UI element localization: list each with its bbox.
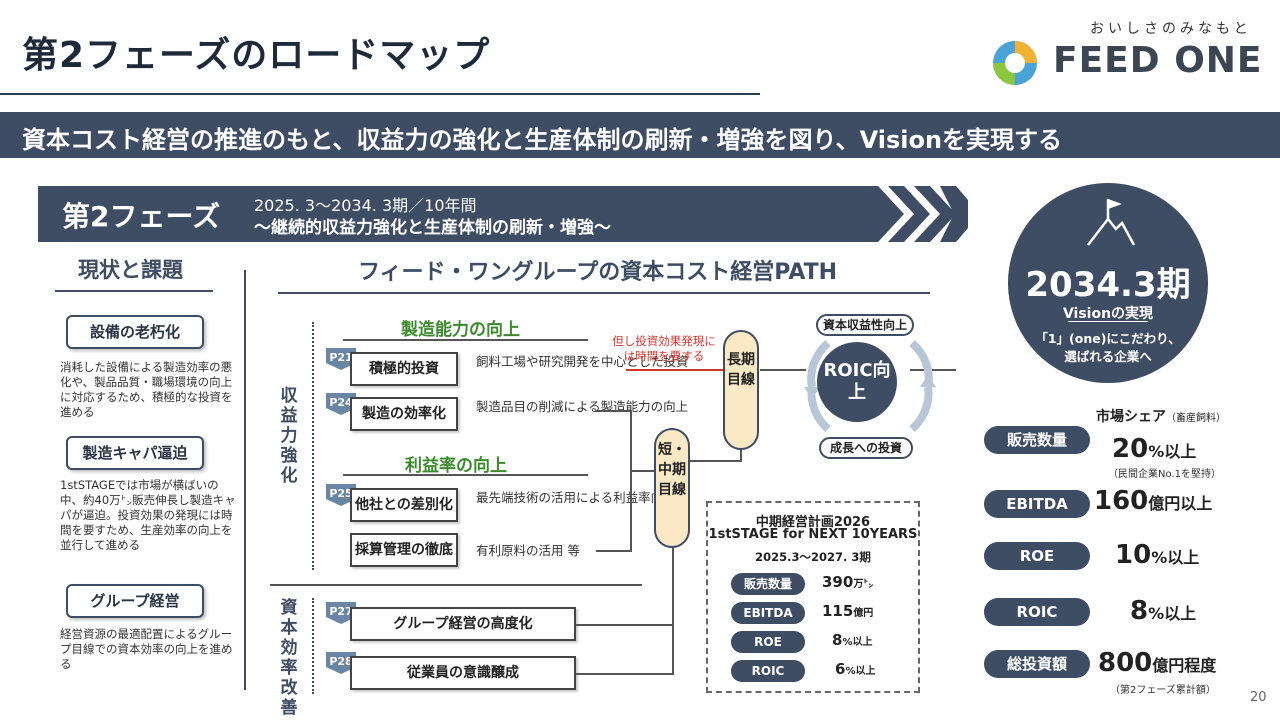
- section-divider: [270, 584, 642, 586]
- item-profit-management-desc: 有利原料の活用 等: [476, 543, 580, 558]
- kpi-label-roic: ROIC: [984, 598, 1090, 626]
- tag-p21: P21: [326, 348, 356, 370]
- status-title: 現状と課題: [78, 258, 183, 282]
- item-efficiency: 製造の効率化: [350, 397, 458, 431]
- tag-p28: P28: [326, 652, 356, 674]
- mid-term-view: 短・中期目線: [654, 428, 690, 548]
- kpi-note-sales: （民間企業No.1を堅持）: [1108, 469, 1221, 480]
- plan-label-sales: 販売数量: [731, 573, 805, 595]
- roic-top-label: 資本収益性向上: [816, 314, 914, 336]
- tag-p24: P24: [326, 393, 356, 415]
- item-group-management: グループ経営の高度化: [350, 607, 576, 641]
- phase-label: 第2フェーズ: [62, 200, 221, 233]
- headline-text: 資本コスト経営の推進のもと、収益力の強化と生産体制の刷新・増強を図り、Visio…: [22, 126, 1063, 154]
- kpi-label-roe: ROE: [984, 542, 1090, 570]
- connector-line: [576, 673, 674, 675]
- plan-value-roe: 8%以上: [832, 631, 873, 649]
- item-differentiation: 他社との差別化: [350, 488, 458, 522]
- margin-title: 利益率の向上: [405, 456, 507, 476]
- connector-line: [672, 548, 674, 675]
- plan-value-ebitda: 115億円: [822, 602, 874, 620]
- margin-underline: [343, 474, 588, 476]
- tag-p27: P27: [326, 602, 356, 624]
- connector-line: [690, 460, 742, 462]
- long-term-view: 長期目線: [723, 330, 759, 450]
- capital-efficiency-label: 資本効率改善: [280, 598, 298, 718]
- profitability-bracket: [312, 322, 314, 570]
- connector-line: [630, 470, 656, 472]
- plan-value-roic: 6%以上: [835, 660, 876, 678]
- connector-line: [630, 410, 632, 552]
- midterm-plan-period: 2025.3～2027. 3期: [755, 550, 871, 564]
- investment-lag-note: 但し投資効果発現には時間を要する: [612, 334, 716, 363]
- logo-text: FEED ONE: [1053, 40, 1263, 81]
- market-share-title: 市場シェア（畜産飼料）: [1096, 409, 1226, 425]
- kpi-value-total-investment: 800億円程度: [1098, 648, 1217, 678]
- roic-bottom-label: 成長への投資: [819, 437, 913, 459]
- kpi-label-ebitda: EBITDA: [984, 490, 1090, 518]
- connector-line: [596, 410, 632, 412]
- issue-capacity-tight: 製造キャパ逼迫: [66, 436, 204, 470]
- manufacturing-underline: [343, 339, 588, 341]
- phase-description: ～継続的収益力強化と生産体制の刷新・増強～: [254, 218, 611, 238]
- item-differentiation-desc: 最先端技術の活用による利益率向上: [476, 490, 676, 505]
- red-connector-line: [626, 369, 724, 371]
- item-active-investment: 積極的投資: [350, 352, 458, 386]
- issue-group-management: グループ経営: [66, 584, 204, 618]
- item-employee-awareness: 従業員の意識醸成: [350, 656, 576, 690]
- vision-year: 2034.3期: [1025, 265, 1191, 305]
- kpi-label-sales: 販売数量: [984, 426, 1090, 454]
- capital-efficiency-bracket: [312, 598, 314, 694]
- logo-tagline: おいしさのみなもと: [1090, 21, 1252, 37]
- vision-statement-line1: 「1」(one)にこだわり、: [1035, 331, 1181, 346]
- mountain-flag-icon: [1087, 199, 1136, 246]
- status-underline: [55, 290, 213, 292]
- tag-p25: P25: [326, 484, 356, 506]
- path-underline: [278, 292, 930, 294]
- page-title: 第2フェーズのロードマップ: [22, 35, 491, 76]
- midterm-plan-title: 中期経営計画2026: [755, 515, 871, 530]
- kpi-note-total-investment: （第2フェーズ累計額）: [1110, 685, 1216, 696]
- kpi-value-roic: 8%以上: [1130, 596, 1197, 626]
- plan-label-roic: ROIC: [731, 660, 805, 682]
- page-number: 20: [1250, 690, 1267, 705]
- plan-label-roe: ROE: [731, 631, 805, 653]
- issue-aging-equipment-text: 消耗した設備による製造効率の悪化や、製品品質・職場環境の向上に対応するため、積極…: [60, 360, 233, 419]
- plan-value-sales: 390万㌧: [822, 573, 874, 591]
- vision-subtitle-underline: [1068, 321, 1148, 322]
- kpi-value-ebitda: 160億円以上: [1094, 486, 1213, 516]
- issue-capacity-tight-text: 1stSTAGEでは市場が横ばいの中、約40万㌧販売伸長し製造キャパが逼迫。投資…: [60, 478, 236, 552]
- logo-icon: [993, 41, 1037, 85]
- roic-center: ROIC向上: [817, 342, 897, 422]
- item-profit-management: 採算管理の徹底: [350, 533, 458, 567]
- title-underline: [0, 93, 760, 95]
- connector-line: [910, 369, 956, 371]
- connector-line: [740, 450, 742, 462]
- midterm-plan-subtitle: 1stSTAGE for NEXT 10YEARS: [708, 527, 918, 542]
- item-efficiency-desc: 製造品目の削減による製造能力の向上: [476, 399, 689, 414]
- column-divider: [244, 270, 246, 690]
- kpi-label-total-investment: 総投資額: [984, 650, 1090, 678]
- item-active-investment-desc: 飼料工場や研究開発を中心とした投資: [476, 354, 689, 369]
- issue-aging-equipment: 設備の老朽化: [66, 315, 204, 349]
- phase-period: 2025. 3～2034. 3期／10年間: [254, 196, 477, 215]
- issue-group-management-text: 経営資源の最適配置によるグループ目線での資本効率の向上を進める: [60, 627, 233, 671]
- profitability-label: 収益力強化: [280, 386, 298, 486]
- roic-cycle-arrows: [804, 339, 936, 432]
- phase-arrow-bar: [38, 186, 968, 242]
- connector-line: [596, 550, 632, 552]
- manufacturing-title: 製造能力の向上: [401, 320, 520, 340]
- path-title: フィード・ワングループの資本コスト経営PATH: [358, 260, 838, 285]
- plan-label-ebitda: EBITDA: [731, 602, 805, 624]
- headline-banner: 資本コスト経営の推進のもと、収益力の強化と生産体制の刷新・増強を図り、Visio…: [0, 112, 1280, 158]
- kpi-value-roe: 10%以上: [1115, 540, 1200, 570]
- vision-statement-line2: 選ばれる企業へ: [1064, 349, 1152, 364]
- connector-line: [576, 624, 674, 626]
- kpi-value-sales: 20%以上: [1112, 434, 1197, 464]
- connector-line: [760, 369, 806, 371]
- vision-subtitle: Visionの実現: [1062, 306, 1154, 322]
